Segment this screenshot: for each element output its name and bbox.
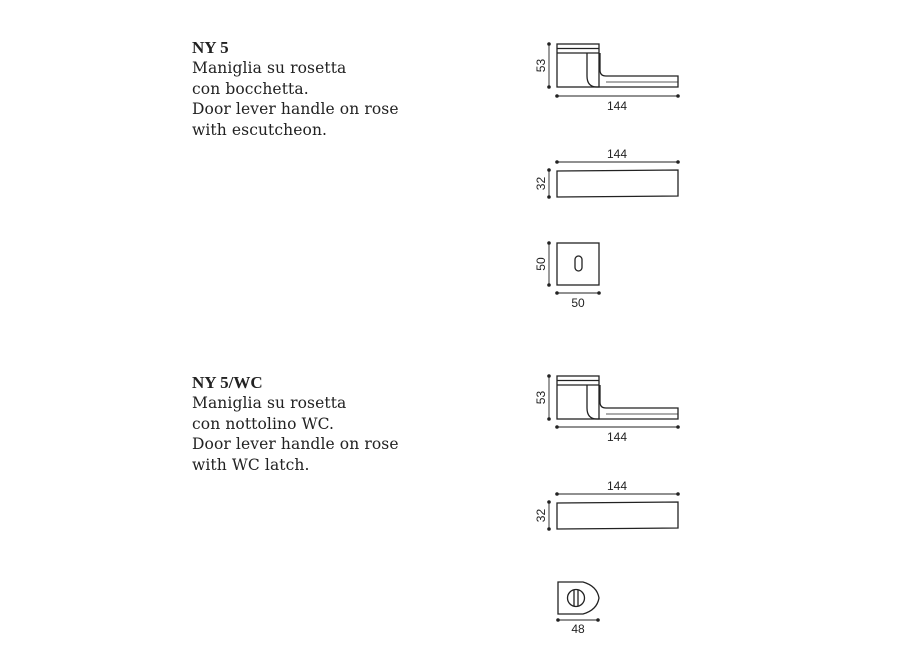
lever-side-view-ny5: 53 144 — [534, 42, 680, 113]
dim-thickness-label: 32 — [534, 509, 548, 523]
description-line-en-1: Door lever handle on rose — [192, 100, 399, 118]
wc-latch-view: 48 — [556, 581, 600, 636]
dim-length-label: 144 — [607, 99, 627, 113]
dim-width-label: 50 — [571, 296, 585, 310]
description-line-en-2: with escutcheon. — [192, 120, 328, 139]
description-line-it-1: Maniglia su rosetta — [192, 59, 347, 77]
product-code: NY 5/WC — [192, 373, 263, 392]
description-line-en-1: Door lever handle on rose — [192, 435, 399, 453]
dim-height-label: 53 — [534, 59, 548, 73]
product-ny5-wc: NY 5/WC Maniglia su rosetta con nottolin… — [192, 373, 399, 475]
lever-top-view-ny5: 144 32 — [534, 147, 680, 199]
rose-escutcheon-view: 50 50 — [534, 241, 601, 310]
description-line-it-2: con nottolino WC. — [192, 414, 335, 433]
dim-height-label: 53 — [534, 391, 548, 405]
dim-length-label: 144 — [607, 479, 627, 493]
description-line-it-1: Maniglia su rosetta — [192, 394, 347, 412]
description-line-en-2: with WC latch. — [192, 455, 310, 474]
dim-length-label: 144 — [607, 430, 627, 444]
lever-top-view-ny5wc: 144 32 — [534, 479, 680, 531]
product-code: NY 5 — [192, 38, 229, 57]
dim-length-label: 144 — [607, 147, 627, 161]
dim-thickness-label: 32 — [534, 177, 548, 191]
description-line-it-2: con bocchetta. — [192, 79, 309, 98]
dim-height-label: 50 — [534, 257, 548, 271]
product-ny5: NY 5 Maniglia su rosetta con bocchetta. … — [192, 38, 399, 140]
keyhole-icon — [574, 255, 583, 272]
dim-width-label: 48 — [571, 622, 585, 636]
lever-side-view-ny5wc: 53 144 — [534, 374, 680, 444]
